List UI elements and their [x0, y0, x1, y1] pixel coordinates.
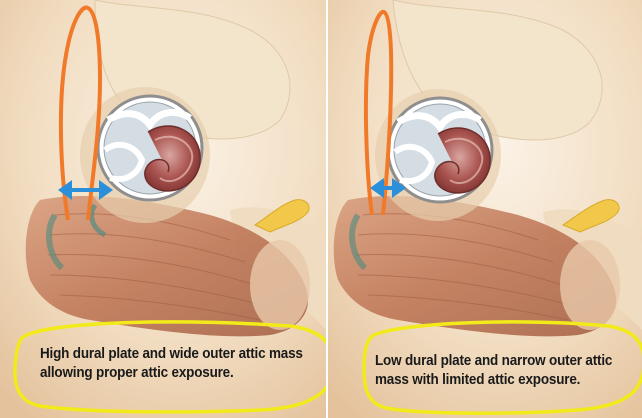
- caption-right-line2: mass with limited attic exposure.: [375, 371, 612, 390]
- caption-right-line1: Low dural plate and narrow outer attic: [375, 352, 612, 371]
- canal-opening: [560, 240, 620, 330]
- caption-left: High dural plate and wide outer attic ma…: [40, 345, 303, 383]
- canal-opening: [250, 240, 310, 330]
- caption-left-line1: High dural plate and wide outer attic ma…: [40, 345, 303, 364]
- caption-right: Low dural plate and narrow outer attic m…: [375, 352, 612, 390]
- caption-left-line2: allowing proper attic exposure.: [40, 364, 303, 383]
- panel-high-dural-plate: High dural plate and wide outer attic ma…: [0, 0, 326, 418]
- panel-low-dural-plate: Low dural plate and narrow outer attic m…: [328, 0, 642, 418]
